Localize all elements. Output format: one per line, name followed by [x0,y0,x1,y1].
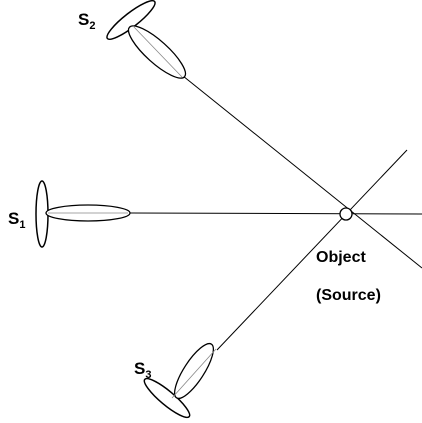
sensor-s2-lobe [127,25,187,79]
sight-line-s3 [216,149,408,351]
sensor-s2-axis [132,25,183,78]
sensor-label-s3: S3 [134,359,151,381]
sensor-label-s2: S2 [78,10,95,32]
object-label: Object [316,249,366,266]
sensor-s2 [106,0,187,79]
sensor-s3 [143,342,217,419]
sight-line-s1 [129,212,422,215]
object-marker [339,207,353,221]
sensor-s3-dish [143,377,191,419]
sensor-label-s1: S1 [8,209,25,231]
sensor-s1 [35,180,131,248]
sensor-s3-axis [171,348,217,399]
sight-line-s2 [182,75,422,269]
sight-lines [129,75,422,351]
source-label: (Source) [316,287,381,304]
